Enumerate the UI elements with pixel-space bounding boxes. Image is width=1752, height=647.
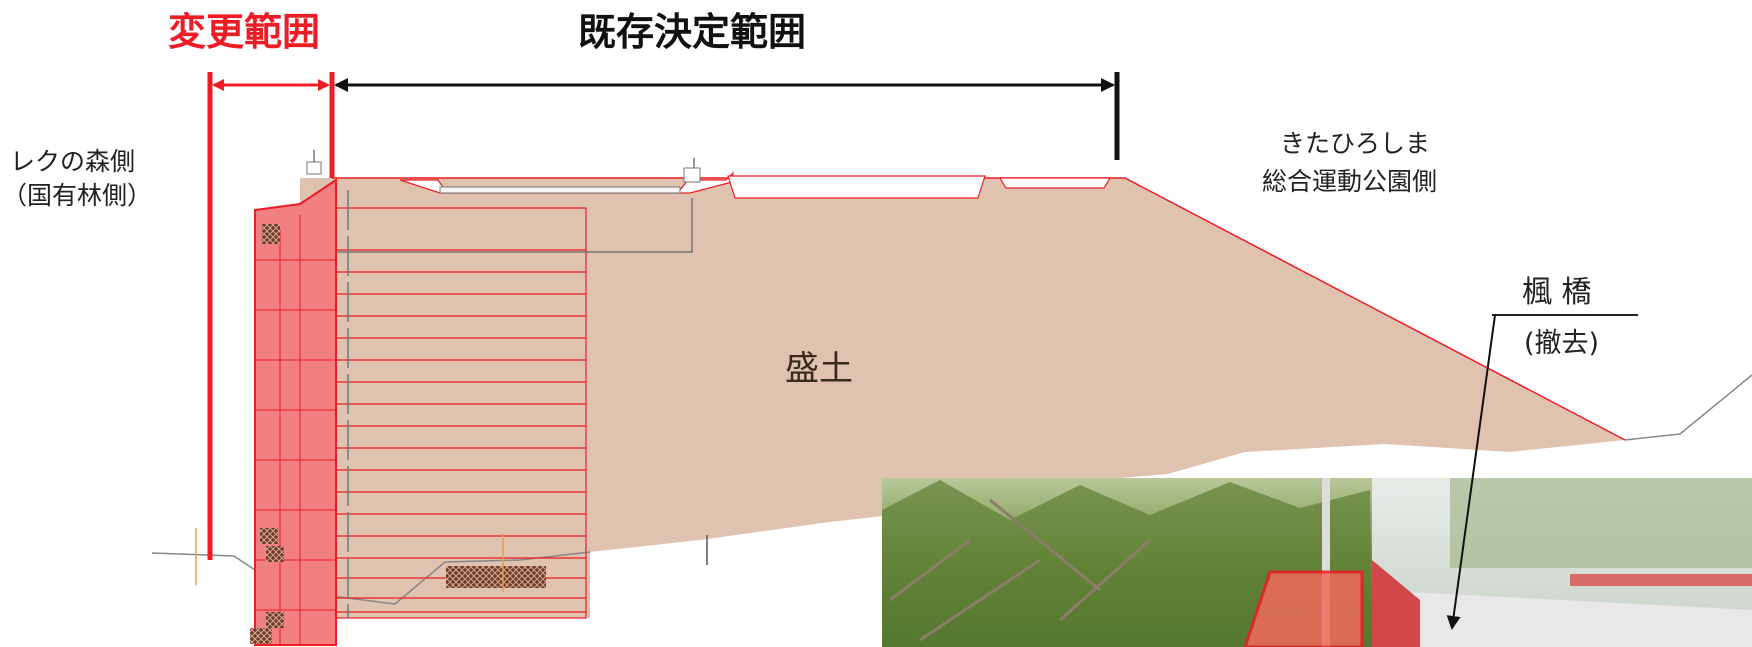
top-surface-red-line (332, 177, 1626, 441)
bridge-label: 楓 橋 (1522, 275, 1592, 310)
drain-pipe-line (336, 198, 693, 253)
reinforcement-grid (335, 207, 587, 619)
existing-range-label: 既存決定範囲 (578, 10, 806, 54)
bridge-note: (撤去) (1524, 328, 1599, 359)
fill-label: 盛土 (785, 349, 853, 389)
left-side-label-1: レクの森側 (10, 147, 135, 176)
ground-line-right (1624, 374, 1752, 441)
earth-fill-area (300, 178, 1625, 618)
drainage-block (446, 566, 546, 588)
retaining-wall (254, 178, 337, 646)
right-side-label-2: 総合運動公園側 (1262, 167, 1437, 196)
site-photo-inset (882, 478, 1752, 647)
right-side-label-1: きたひろしま (1280, 129, 1430, 158)
wall-highlight-photo (1243, 570, 1364, 647)
pavement-structure (399, 171, 1112, 199)
bridge-leader-arrow (1446, 314, 1496, 630)
change-range-label: 変更範囲 (168, 10, 320, 54)
left-side-label-2: （国有林側） (2, 181, 152, 210)
